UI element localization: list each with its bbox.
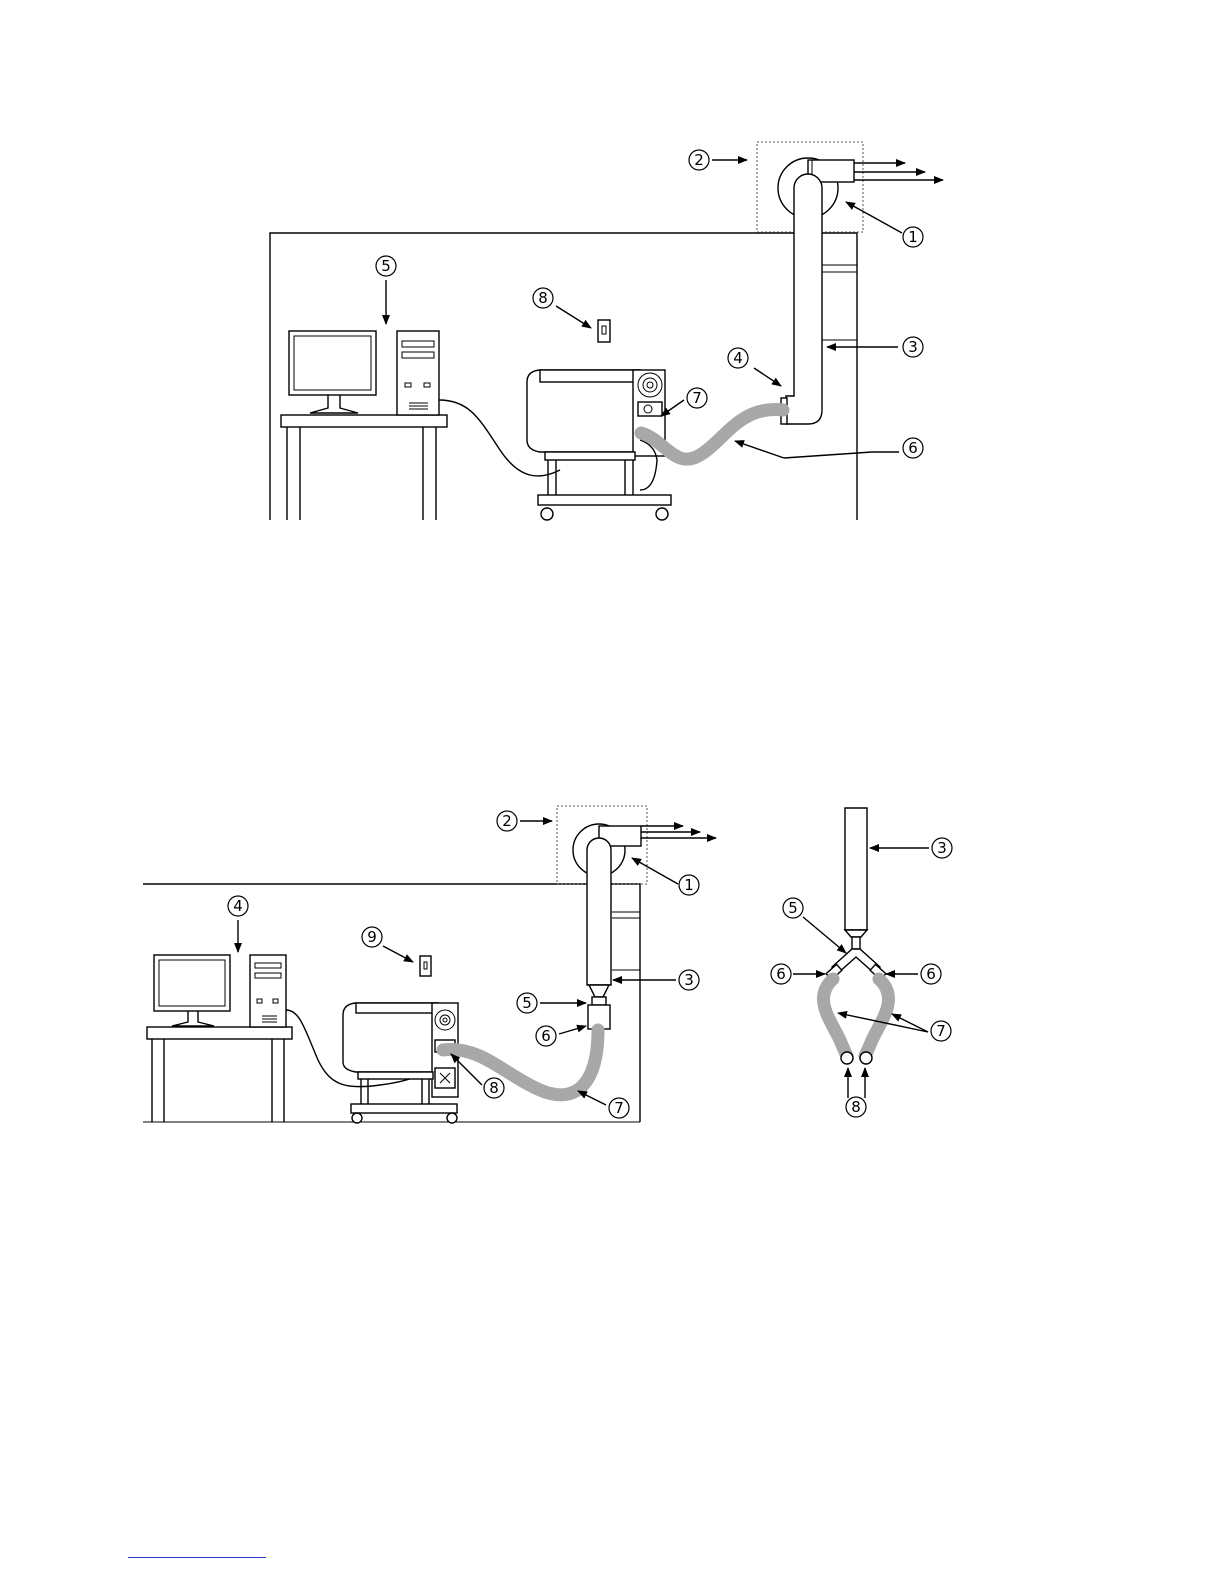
callout-2-8: 8 bbox=[484, 1078, 504, 1098]
callout-3-7: 7 bbox=[931, 1021, 951, 1041]
wye-adapter-2 bbox=[589, 985, 609, 997]
callout-3-5: 5 bbox=[783, 898, 803, 918]
callout-6: 6 bbox=[903, 438, 923, 458]
svg-text:4: 4 bbox=[733, 349, 743, 367]
callout-5: 5 bbox=[376, 256, 396, 276]
diagram-2-adapter-connection: 1 2 3 4 5 6 7 8 9 bbox=[143, 806, 716, 1312]
svg-text:3: 3 bbox=[937, 839, 947, 857]
flexible-hose-2 bbox=[443, 1030, 598, 1095]
svg-text:1: 1 bbox=[684, 876, 694, 894]
svg-text:5: 5 bbox=[381, 257, 391, 275]
callout-2-7: 7 bbox=[609, 1098, 629, 1118]
svg-text:7: 7 bbox=[936, 1022, 946, 1040]
svg-text:8: 8 bbox=[851, 1098, 861, 1116]
port-left-detail bbox=[841, 1052, 853, 1064]
callout-3: 3 bbox=[903, 337, 923, 357]
duct-detail bbox=[845, 808, 867, 930]
svg-text:4: 4 bbox=[233, 897, 243, 915]
svg-text:3: 3 bbox=[908, 338, 918, 356]
callout-2-2: 2 bbox=[497, 811, 517, 831]
exhaust-duct-2 bbox=[587, 838, 611, 985]
svg-text:3: 3 bbox=[684, 971, 694, 989]
callout-2-9: 9 bbox=[362, 927, 382, 947]
hose-left-detail bbox=[823, 979, 847, 1056]
wall-switch-2 bbox=[420, 956, 431, 976]
diagram-1-single-connection: 1 2 3 4 5 6 7 8 bbox=[270, 142, 943, 520]
svg-text:2: 2 bbox=[502, 812, 512, 830]
machine-1 bbox=[527, 370, 671, 520]
callout-3-6-right: 6 bbox=[921, 964, 941, 984]
callout-3-3: 3 bbox=[932, 838, 952, 858]
svg-text:5: 5 bbox=[522, 994, 532, 1012]
svg-text:6: 6 bbox=[926, 965, 936, 983]
wall-switch-1 bbox=[598, 320, 610, 342]
hose-right-detail bbox=[865, 979, 889, 1056]
svg-text:6: 6 bbox=[776, 965, 786, 983]
svg-text:2: 2 bbox=[694, 151, 704, 169]
svg-text:5: 5 bbox=[788, 899, 798, 917]
svg-text:7: 7 bbox=[614, 1099, 624, 1117]
callout-1: 1 bbox=[903, 227, 923, 247]
callout-7: 7 bbox=[687, 388, 707, 408]
diagram-3-wye-detail: 3 5 6 6 7 8 bbox=[771, 808, 952, 1117]
callout-3-6-left: 6 bbox=[771, 964, 791, 984]
callout-4: 4 bbox=[728, 348, 748, 368]
callout-2-4: 4 bbox=[228, 896, 248, 916]
svg-text:9: 9 bbox=[367, 928, 377, 946]
callout-2-1: 1 bbox=[679, 875, 699, 895]
svg-text:6: 6 bbox=[908, 439, 918, 457]
computer-desk-2 bbox=[147, 955, 292, 1122]
svg-text:6: 6 bbox=[541, 1027, 551, 1045]
callout-2-3: 3 bbox=[679, 970, 699, 990]
callout-8: 8 bbox=[533, 288, 553, 308]
callout-3-8: 8 bbox=[846, 1097, 866, 1117]
callout-2-5: 5 bbox=[517, 993, 537, 1013]
svg-text:8: 8 bbox=[489, 1079, 499, 1097]
computer-desk-1 bbox=[281, 331, 447, 520]
callout-2: 2 bbox=[689, 150, 709, 170]
svg-text:1: 1 bbox=[908, 228, 918, 246]
port-right-detail bbox=[860, 1052, 872, 1064]
callout-2-6: 6 bbox=[536, 1026, 556, 1046]
svg-text:7: 7 bbox=[692, 389, 702, 407]
svg-text:8: 8 bbox=[538, 289, 548, 307]
footer-rule bbox=[128, 1557, 266, 1558]
